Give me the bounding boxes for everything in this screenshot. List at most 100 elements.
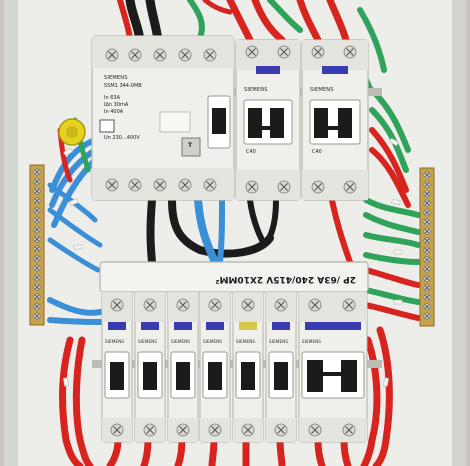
- terminal-screw: [33, 187, 41, 195]
- terminal-screw: [423, 302, 431, 311]
- busbar-label: 2P /63A 240/415V 2X10MM²: [215, 274, 356, 284]
- breaker-toggle: [241, 362, 255, 390]
- terminal-screw: [423, 312, 431, 320]
- terminal-screw: [241, 423, 255, 437]
- terminal-screw: [203, 178, 217, 192]
- bottom-breaker: [232, 291, 264, 443]
- bottom-breaker-brand: SIEMENS: [105, 339, 125, 344]
- bottom-breaker-brand: SIEMENS: [236, 339, 256, 344]
- terminal-screw: [241, 298, 255, 312]
- terminal-screw: [33, 273, 41, 282]
- bottom-breaker: [134, 291, 166, 443]
- breaker-label: [174, 322, 192, 330]
- terminal-screw: [143, 423, 157, 437]
- rcd-model: 5SM1 344-0MB: [104, 83, 142, 89]
- breaker-label: [239, 322, 257, 330]
- bottom-breaker-brand: SIEMENS: [269, 339, 289, 344]
- terminal-screw: [245, 45, 259, 59]
- terminal-screw: [342, 423, 356, 437]
- terminal-screw: [423, 246, 431, 254]
- terminal-screw: [33, 216, 41, 224]
- terminal-screw: [343, 180, 357, 194]
- terminal-screw: [311, 45, 325, 59]
- terminal-screw: [33, 178, 41, 186]
- rcd-rating-2: IΔn 30mA: [104, 102, 129, 108]
- rcd-module: [91, 35, 235, 201]
- breaker-label: [305, 322, 361, 330]
- enclosure-left-wall: [4, 0, 18, 466]
- terminal-screw: [178, 178, 192, 192]
- left-wires: [47, 117, 103, 466]
- terminal-screw: [110, 423, 124, 437]
- rcd-test-button: [181, 137, 201, 157]
- terminal-screw: [153, 48, 167, 62]
- right-terminal-bar: [419, 167, 435, 327]
- terminal-screw: [308, 298, 322, 312]
- terminal-screw: [33, 168, 41, 176]
- breaker-toggle: [143, 362, 157, 390]
- breaker-toggle: [307, 360, 323, 392]
- terminal-screw: [176, 298, 190, 312]
- breaker-label: [108, 322, 126, 330]
- terminal-screw: [128, 48, 142, 62]
- terminal-screw: [33, 302, 41, 310]
- bottom-breaker-brand: SIEMENS: [171, 339, 191, 344]
- bottom-breaker-row: [101, 291, 368, 443]
- terminal-screw: [423, 218, 431, 226]
- left-terminal-bar: [29, 164, 45, 326]
- rcd-brand: SIEMENS: [104, 75, 128, 81]
- bottom-wires: [106, 436, 352, 466]
- terminal-screw: [423, 265, 431, 273]
- breaker-label-blue: [322, 66, 348, 74]
- terminal-screw: [245, 180, 259, 194]
- rcd-rating-3: In 400A: [104, 109, 124, 115]
- terminal-screw: [311, 180, 325, 194]
- top-breaker-1: [235, 39, 301, 201]
- bottom-breaker-brand: SIEMENS: [203, 339, 223, 344]
- rcd-toggle: [212, 108, 226, 134]
- terminal-screw: [423, 171, 431, 179]
- terminal-screw: [153, 178, 167, 192]
- terminal-screw: [343, 45, 357, 59]
- cable-ties: [62, 137, 403, 387]
- top-breaker-1-brand: SIEMENS: [244, 87, 268, 93]
- terminal-screw: [33, 235, 41, 243]
- terminal-screw: [308, 423, 322, 437]
- terminal-screw: [274, 298, 288, 312]
- bottom-breaker: [101, 291, 133, 443]
- top-wires: [117, 0, 387, 73]
- terminal-screw: [423, 255, 431, 264]
- breaker-toggle: [274, 362, 288, 390]
- top-breaker-2-brand: SIEMENS: [310, 87, 334, 93]
- breaker-label: [141, 322, 159, 330]
- breaker-label: [206, 322, 224, 330]
- terminal-screw: [176, 423, 190, 437]
- top-terminal-screws: [105, 45, 357, 194]
- bottom-breaker-brand: SIEMENS: [302, 339, 322, 344]
- terminal-screw: [423, 209, 431, 217]
- bottom-breaker-brand: SIEMENS: [138, 339, 158, 344]
- terminal-screw: [128, 178, 142, 192]
- breaker-label-blue: [256, 66, 280, 74]
- terminal-screw: [33, 293, 41, 301]
- breaker-toggle: [208, 362, 222, 390]
- terminal-screw: [423, 199, 431, 207]
- terminal-screw: [208, 298, 222, 312]
- terminal-screw: [423, 180, 431, 188]
- breaker-toggle: [176, 362, 190, 390]
- terminal-screw: [423, 293, 431, 301]
- top-breaker-2-rating: C40: [312, 149, 322, 155]
- rcd-voltage: Un 230...400V: [104, 135, 140, 141]
- terminal-screw: [203, 48, 217, 62]
- terminal-screw: [105, 178, 119, 192]
- bottom-breaker: [265, 291, 297, 443]
- terminal-screw: [277, 180, 291, 194]
- terminal-screw: [33, 197, 41, 205]
- terminal-screw: [33, 264, 41, 272]
- top-breaker-2: [301, 39, 369, 201]
- terminal-screw: [178, 48, 192, 62]
- terminal-screw: [143, 298, 157, 312]
- breaker-label: [272, 322, 290, 330]
- bottom-breaker: [167, 291, 199, 443]
